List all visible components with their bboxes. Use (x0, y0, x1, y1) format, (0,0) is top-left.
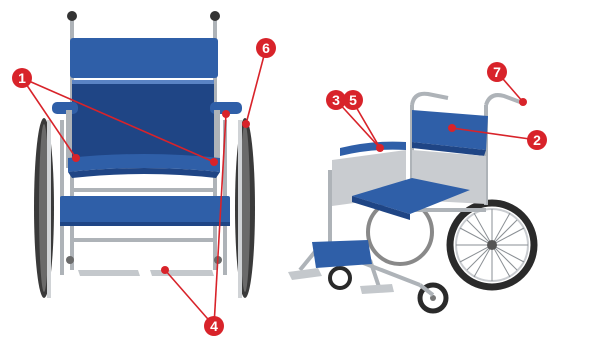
side-push-handles (412, 94, 520, 105)
callout-3-label: 3 (332, 92, 340, 108)
side-view-wheelchair (288, 94, 534, 311)
callout-7: 7 (487, 62, 507, 82)
callout-4-label: 4 (210, 318, 218, 334)
callout-2: 2 (527, 130, 547, 150)
callout-1-label: 1 (18, 70, 26, 86)
callout-6: 6 (256, 38, 276, 58)
front-footrests (66, 256, 222, 276)
callout-5: 5 (343, 90, 363, 110)
side-rear-wheel (450, 203, 534, 287)
front-right-wheel (235, 118, 255, 298)
front-view-wheelchair (34, 11, 255, 298)
callout-1: 1 (12, 68, 32, 88)
front-leg-rest (60, 196, 230, 226)
callout-7-label: 7 (493, 64, 501, 80)
front-backrest (70, 38, 218, 78)
front-left-wheel (34, 118, 54, 298)
callout-4: 4 (204, 316, 224, 336)
callout-6-label: 6 (262, 40, 270, 56)
callout-2-label: 2 (533, 132, 541, 148)
callout-5-label: 5 (349, 92, 357, 108)
side-leg-rest (312, 240, 372, 268)
